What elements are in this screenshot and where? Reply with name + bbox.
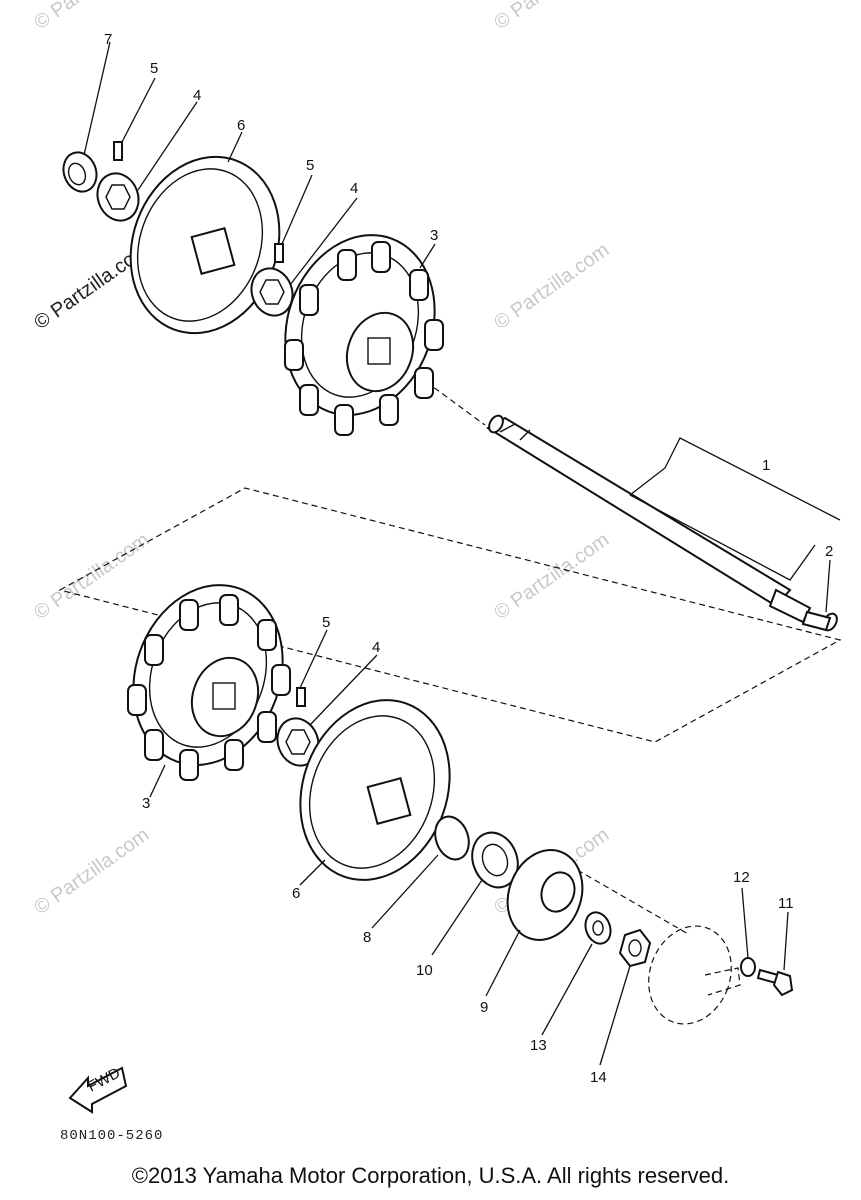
callout-5: 5	[306, 157, 314, 174]
axis-line	[559, 859, 691, 936]
callout-9: 9	[480, 999, 488, 1016]
copyright-notice: ©2013 Yamaha Motor Corporation, U.S.A. A…	[131, 1163, 730, 1188]
part-12-lock-washer	[740, 957, 756, 977]
leader-lines	[83, 41, 841, 1066]
watermark-text: © Partzilla.com	[490, 239, 613, 334]
callout-5: 5	[322, 614, 330, 631]
part-10-bearing	[471, 831, 519, 889]
watermark-text: © Partzilla.com	[30, 0, 153, 34]
callout-6: 6	[237, 117, 245, 134]
callout-numbers: 7 5 4 6 5 4 3 1 2 5 4 3 6 8 10 9 13 14 1…	[104, 31, 833, 1086]
callout-4: 4	[350, 180, 358, 197]
part-6-idler-wheel	[299, 699, 451, 881]
part-13-washer	[584, 911, 612, 945]
part-5-set-screw	[113, 141, 123, 161]
part-5-set-screw	[296, 687, 306, 707]
watermark-text: © Partzilla.com	[30, 824, 153, 919]
callout-1: 1	[762, 457, 770, 474]
callout-8: 8	[363, 929, 371, 946]
callout-10: 10	[416, 962, 433, 979]
callout-7: 7	[104, 31, 112, 48]
part-6-idler-wheel	[129, 155, 281, 335]
part-1-drive-shaft	[486, 414, 838, 632]
assembly-boundary	[58, 487, 842, 743]
part-4-hex-collar	[96, 172, 140, 222]
callout-6: 6	[292, 885, 300, 902]
part-5-set-screw	[274, 243, 284, 263]
callout-2: 2	[825, 543, 833, 560]
axle-housing-reference	[648, 925, 741, 1025]
watermark-text: © Partzilla.com	[30, 529, 153, 624]
part-11-bolt	[756, 968, 794, 997]
part-4-hex-collar	[276, 717, 320, 767]
callout-11: 11	[778, 895, 794, 912]
part-3-sprocket	[284, 234, 444, 436]
callout-13: 13	[530, 1037, 547, 1054]
callout-4: 4	[193, 87, 201, 104]
callout-5: 5	[150, 60, 158, 77]
part-8-spacer	[434, 815, 470, 861]
part-4-hex-collar	[250, 267, 294, 317]
callout-14: 14	[590, 1069, 607, 1086]
part-3-sprocket	[127, 584, 291, 781]
callout-4: 4	[372, 639, 380, 656]
forward-arrow-icon: FWD	[68, 1064, 128, 1114]
callout-3: 3	[430, 227, 438, 244]
watermark-text: © Partzilla.com	[490, 529, 613, 624]
callout-12: 12	[733, 869, 750, 886]
part-9-bearing-housing	[506, 849, 584, 941]
callout-3: 3	[142, 795, 150, 812]
drawing-number: 80N100-5260	[60, 1128, 164, 1144]
watermark-text: © Partzilla.com	[490, 0, 613, 34]
part-7-collar	[62, 151, 98, 193]
part-14-nut	[618, 928, 652, 968]
exploded-parts-diagram: © Partzilla.com © Partzilla.com © Partzi…	[30, 0, 842, 1114]
